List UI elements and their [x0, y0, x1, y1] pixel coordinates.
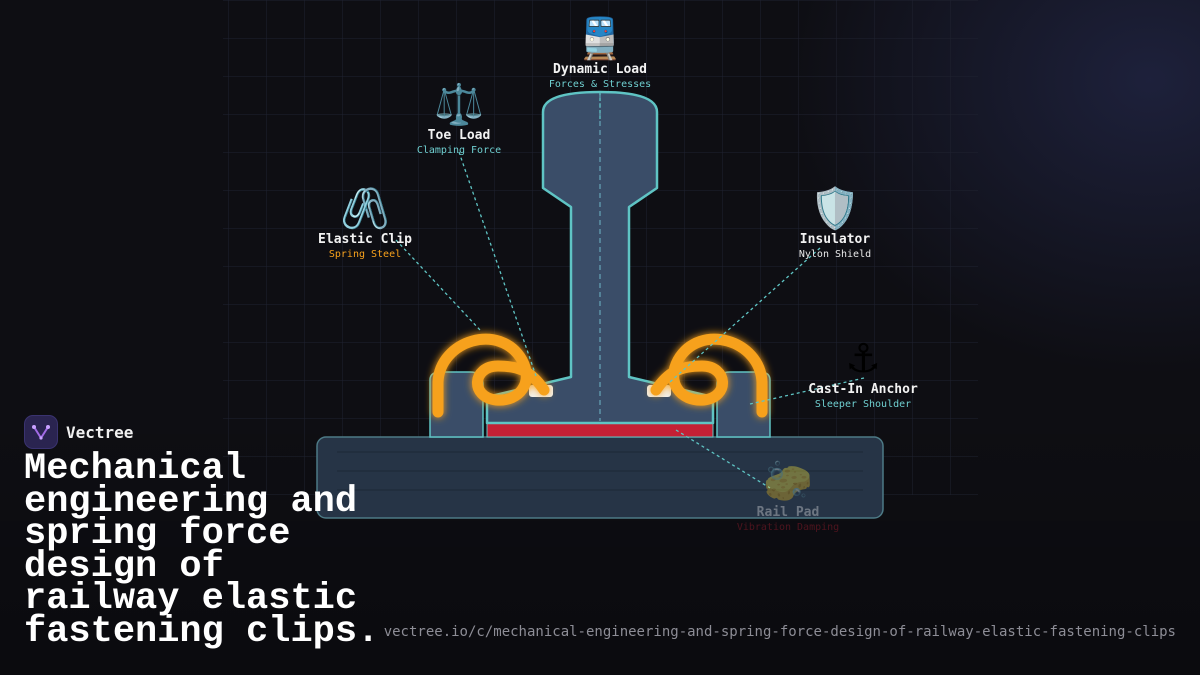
paperclip-icon: 🖇️	[340, 186, 390, 232]
rail-pad-shape	[486, 422, 714, 438]
source-url: vectree.io/c/mechanical-engineering-and-…	[383, 624, 1176, 640]
brand-name: Vectree	[66, 422, 134, 442]
sponge-icon: 🧽	[763, 459, 813, 505]
leader-elastic-clip	[395, 239, 481, 331]
toe-load-subtitle: Clamping Force	[416, 145, 502, 156]
elastic-clip-label: 🖇️ Elastic Clip Spring Steel	[318, 186, 412, 262]
brand: Vectree	[24, 415, 133, 449]
train-icon: 🚆	[575, 16, 625, 62]
dynamic-load-subtitle: Forces & Stresses	[548, 79, 652, 90]
toe-load-title: Toe Load	[427, 128, 491, 143]
insulator-subtitle: Nylon Shield	[798, 249, 872, 260]
insulator-title: Insulator	[799, 232, 871, 247]
cast-in-anchor-subtitle: Sleeper Shoulder	[814, 399, 912, 410]
dynamic-load-title: Dynamic Load	[553, 62, 647, 77]
shield-icon: 🛡️	[810, 186, 860, 232]
right-elastic-clip	[650, 333, 768, 418]
rail-pad-title: Rail Pad	[756, 505, 820, 520]
leader-cast-in-anchor	[749, 377, 865, 405]
rail-pad-subtitle: Vibration Damping	[736, 522, 840, 533]
elastic-clip-title: Elastic Clip	[318, 232, 412, 247]
cast-in-anchor-title: Cast-In Anchor	[808, 382, 918, 397]
toe-load-label: ⚖️ Toe Load Clamping Force	[417, 82, 501, 158]
balance-scale-icon: ⚖️	[434, 82, 484, 128]
elastic-clip-subtitle: Spring Steel	[328, 249, 402, 260]
vectree-logo-icon	[24, 415, 58, 449]
anchor-icon: ⚓	[845, 336, 881, 382]
cast-in-anchor-label: ⚓ Cast-In Anchor Sleeper Shoulder	[808, 336, 918, 412]
leader-rail-pad	[675, 429, 771, 489]
insulator-label: 🛡️ Insulator Nylon Shield	[799, 186, 871, 262]
dynamic-load-label: 🚆 Dynamic Load Forces & Stresses	[549, 16, 651, 92]
left-elastic-clip	[432, 333, 550, 418]
rail-pad-label: 🧽 Rail Pad Vibration Damping	[737, 459, 839, 535]
page-title: Mechanical engineering and spring force …	[24, 448, 380, 653]
